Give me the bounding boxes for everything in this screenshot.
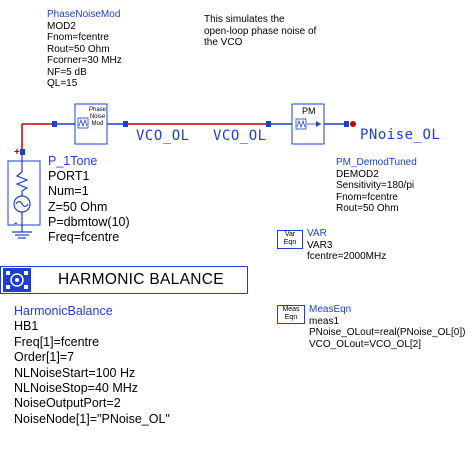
hb-banner-frame xyxy=(0,266,248,294)
pin-pm-out xyxy=(344,121,349,127)
net-label-vco-ol-1: VCO_OL xyxy=(136,128,190,144)
demodulator-icon xyxy=(296,119,306,129)
hb-banner-title: HARMONIC BALANCE xyxy=(58,271,224,288)
var-eqn-params: VAR VAR3 fcentre=2000MHz xyxy=(307,228,387,262)
sine-wave-icon xyxy=(15,200,29,208)
modulator-icon xyxy=(78,118,88,128)
phase-noise-mod-params: PhaseNoiseMod MOD2 Fnom=fcentre Rout=50 … xyxy=(47,9,122,89)
meas-eqn-icon: Meas Eqn xyxy=(277,305,305,324)
pm-block-label: PM xyxy=(302,106,316,116)
phase-noise-mod-block xyxy=(74,103,108,145)
pm-demod-params: PM_DemodTuned DEMOD2 Sensitivity=180/pi … xyxy=(336,157,417,214)
output-node-dot xyxy=(350,121,356,127)
harmonic-balance-params: HarmonicBalance HB1 Freq[1]=fcentre Orde… xyxy=(14,304,170,426)
simulation-note: This simulates the open-loop phase noise… xyxy=(204,14,317,48)
component-title: MeasEqn xyxy=(309,304,352,315)
var-eqn-icon: Var Eqn xyxy=(277,230,303,249)
net-label-pnoise-ol: PNoise_OL xyxy=(360,127,441,143)
source-frame xyxy=(7,160,41,226)
resistor-symbol xyxy=(15,171,29,192)
component-instance: MOD2 xyxy=(47,20,76,32)
pin-pm-in xyxy=(266,121,271,127)
component-title: VAR xyxy=(307,228,327,239)
component-title: P_1Tone xyxy=(48,154,98,168)
pin-mod-in xyxy=(52,121,57,127)
arrow-right-icon xyxy=(316,121,321,127)
component-title: PM_DemodTuned xyxy=(336,157,417,168)
meas-eqn-params: MeasEqn meas1 PNoise_OLout=real(PNoise_O… xyxy=(309,304,466,350)
pin-mod-out xyxy=(123,121,128,127)
component-title: HarmonicBalance xyxy=(14,304,113,318)
component-title: PhaseNoiseMod xyxy=(47,9,121,20)
source-minus-sign: - xyxy=(14,218,18,229)
port-source-params: P_1Tone PORT1 Num=1 Z=50 Ohm P=dbmtow(10… xyxy=(48,154,130,245)
phase-noise-mod-block-label: Phase Noise Mod xyxy=(89,107,107,127)
net-label-vco-ol-2: VCO_OL xyxy=(213,128,267,144)
pin-source-top xyxy=(20,149,25,155)
source-plus-sign: + xyxy=(14,147,20,158)
